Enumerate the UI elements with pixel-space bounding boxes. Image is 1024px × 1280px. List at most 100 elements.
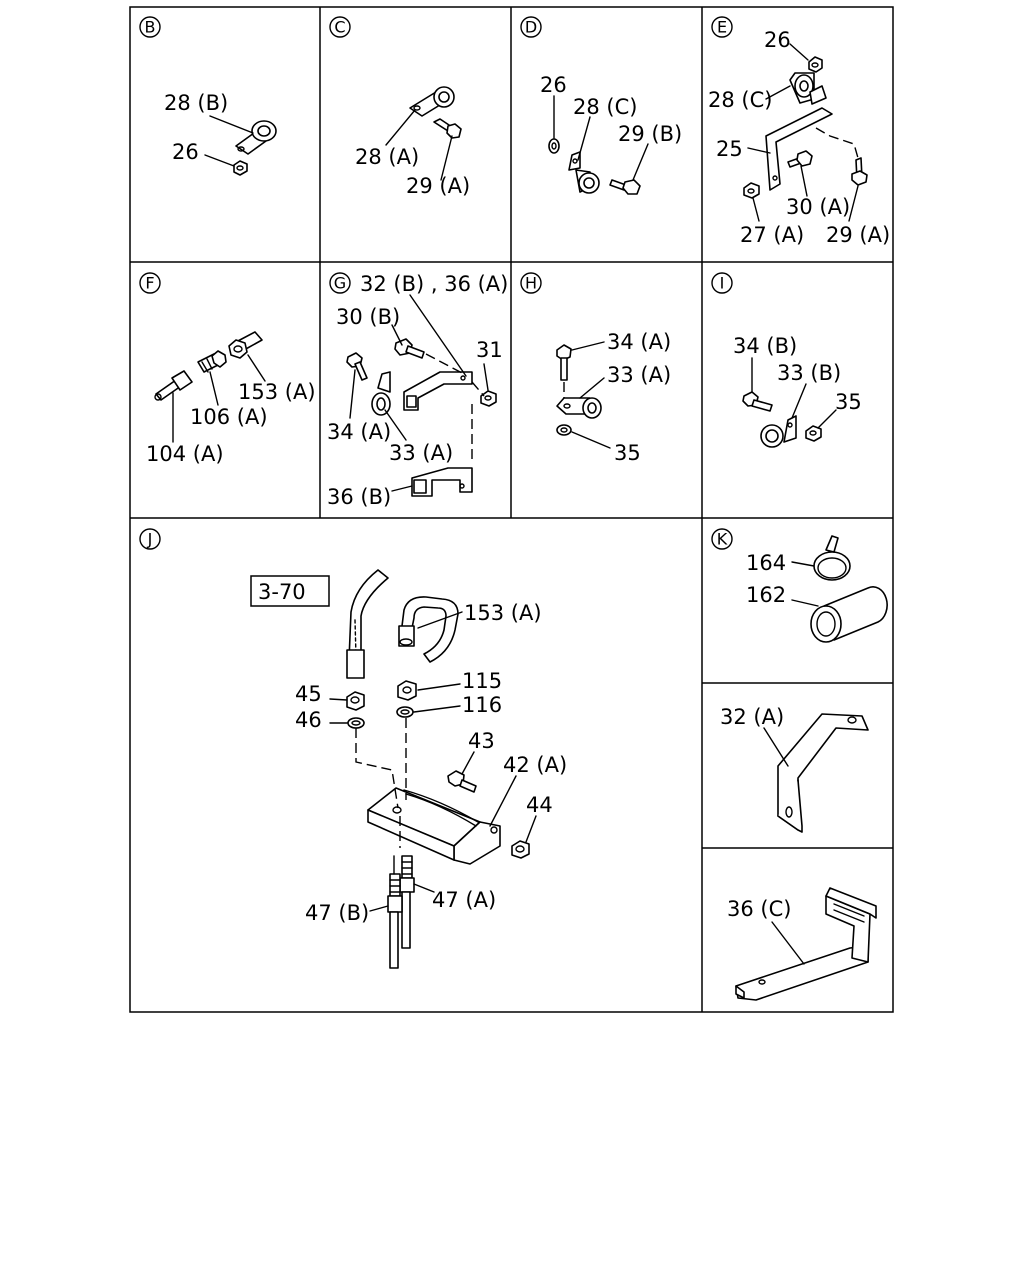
callout-31: 31 <box>476 338 503 362</box>
bracket-42a <box>367 787 501 865</box>
clamp-28a <box>409 86 455 117</box>
panel-letter-f: F <box>139 272 161 294</box>
nut-45 <box>346 691 365 711</box>
svg-text:I: I <box>720 274 725 293</box>
panel-j: J 3-70 <box>139 528 567 969</box>
callout-42a: 42 (A) <box>503 753 567 777</box>
callout-162: 162 <box>746 583 786 607</box>
callout-164: 164 <box>746 551 786 575</box>
panel-letter-e: E <box>711 16 733 38</box>
pipe-153a <box>398 596 459 663</box>
nut-26 <box>808 56 823 73</box>
panel-f: F 153 (A) 106 (A) 104 (A) <box>139 272 316 466</box>
clamp-33b <box>760 415 797 448</box>
svg-text:F: F <box>145 274 154 293</box>
callout-29a: 29 (A) <box>406 174 470 198</box>
hose-to-3-70 <box>346 569 389 679</box>
callout-28c: 28 (C) <box>573 95 637 119</box>
callout-45: 45 <box>295 682 322 706</box>
bolt-30b <box>394 338 425 359</box>
callout-46: 46 <box>295 708 322 732</box>
callout-28c: 28 (C) <box>708 88 772 112</box>
bolt-34a <box>346 352 368 381</box>
tube-47b <box>387 873 403 969</box>
callout-33b: 33 (B) <box>777 361 841 385</box>
callout-35: 35 <box>835 390 862 414</box>
svg-text:D: D <box>525 18 537 37</box>
callout-29b: 29 (B) <box>618 122 682 146</box>
nut-31 <box>480 390 497 407</box>
callout-32b-36a: 32 (B) , 36 (A) <box>360 272 508 296</box>
callout-34a: 34 (A) <box>327 420 391 444</box>
reference-box: 3-70 <box>250 575 330 607</box>
union-153a <box>228 331 263 359</box>
panel-g: G <box>327 272 508 509</box>
svg-text:C: C <box>334 18 345 37</box>
reference-label: 3-70 <box>258 580 306 604</box>
bolt-34b <box>742 391 773 412</box>
tube-47a <box>399 855 415 949</box>
bolt-43 <box>447 770 477 793</box>
callout-26: 26 <box>764 28 791 52</box>
callout-30a: 30 (A) <box>786 195 850 219</box>
callout-34b: 34 (B) <box>733 334 797 358</box>
callout-30b: 30 (B) <box>336 305 400 329</box>
callout-33a: 33 (A) <box>607 363 671 387</box>
panel-i: I 34 (B) 33 (B) 35 <box>711 272 862 448</box>
grid-frame <box>129 6 894 1013</box>
clamp-28b <box>235 120 277 155</box>
svg-text:E: E <box>717 18 727 37</box>
nut-27a <box>743 182 760 199</box>
panel-letter-j: J <box>139 528 161 550</box>
bracket-36c <box>735 887 877 1001</box>
callout-29a: 29 (A) <box>826 223 890 247</box>
clamp-33a <box>371 371 391 416</box>
panel-letter-g: G <box>329 272 351 294</box>
bolt-34a <box>556 344 572 381</box>
connector-106a <box>197 350 227 373</box>
panel-letter-c: C <box>329 16 351 38</box>
clamp-28c <box>568 151 600 194</box>
callout-35: 35 <box>614 441 641 465</box>
callout-153a: 153 (A) <box>464 601 542 625</box>
svg-text:G: G <box>334 274 346 293</box>
panel-k: K 164 162 <box>711 528 888 643</box>
washer-35 <box>556 424 572 436</box>
callout-44: 44 <box>526 793 553 817</box>
panel-letter-h: H <box>520 272 542 294</box>
svg-text:B: B <box>145 18 156 37</box>
panel-letter-b: B <box>139 16 161 38</box>
callout-25: 25 <box>716 137 743 161</box>
callout-43: 43 <box>468 729 495 753</box>
callout-27a: 27 (A) <box>740 223 804 247</box>
hose-clamp-164 <box>813 535 851 581</box>
panel-b: B 28 (B) 26 <box>139 16 277 176</box>
bracket-32b <box>403 371 473 411</box>
bracket-32a <box>777 713 869 833</box>
bolt-29a <box>851 157 868 186</box>
nut-115 <box>397 680 417 701</box>
panel-letter-k: K <box>711 528 733 550</box>
callout-104a: 104 (A) <box>146 442 224 466</box>
callout-47a: 47 (A) <box>432 888 496 912</box>
bracket-36b <box>411 467 473 497</box>
fitting-104a <box>154 370 193 401</box>
callout-28a: 28 (A) <box>355 145 419 169</box>
bolt-29a <box>433 118 462 139</box>
callout-26: 26 <box>172 140 199 164</box>
panel-32a: 32 (A) <box>720 705 869 833</box>
callout-115: 115 <box>462 669 502 693</box>
panel-letter-i: I <box>711 272 733 294</box>
callout-26: 26 <box>540 73 567 97</box>
clamp-28c <box>789 72 827 105</box>
nut-35 <box>805 425 822 442</box>
callout-36c: 36 (C) <box>727 897 791 921</box>
panel-d: D 26 28 (C) 29 (B) <box>520 16 682 195</box>
callout-36b: 36 (B) <box>327 485 391 509</box>
panel-c: C 28 (A) 29 (A) <box>329 16 470 198</box>
callout-32a: 32 (A) <box>720 705 784 729</box>
svg-text:K: K <box>717 530 728 549</box>
svg-text:H: H <box>525 274 537 293</box>
panel-letter-d: D <box>520 16 542 38</box>
